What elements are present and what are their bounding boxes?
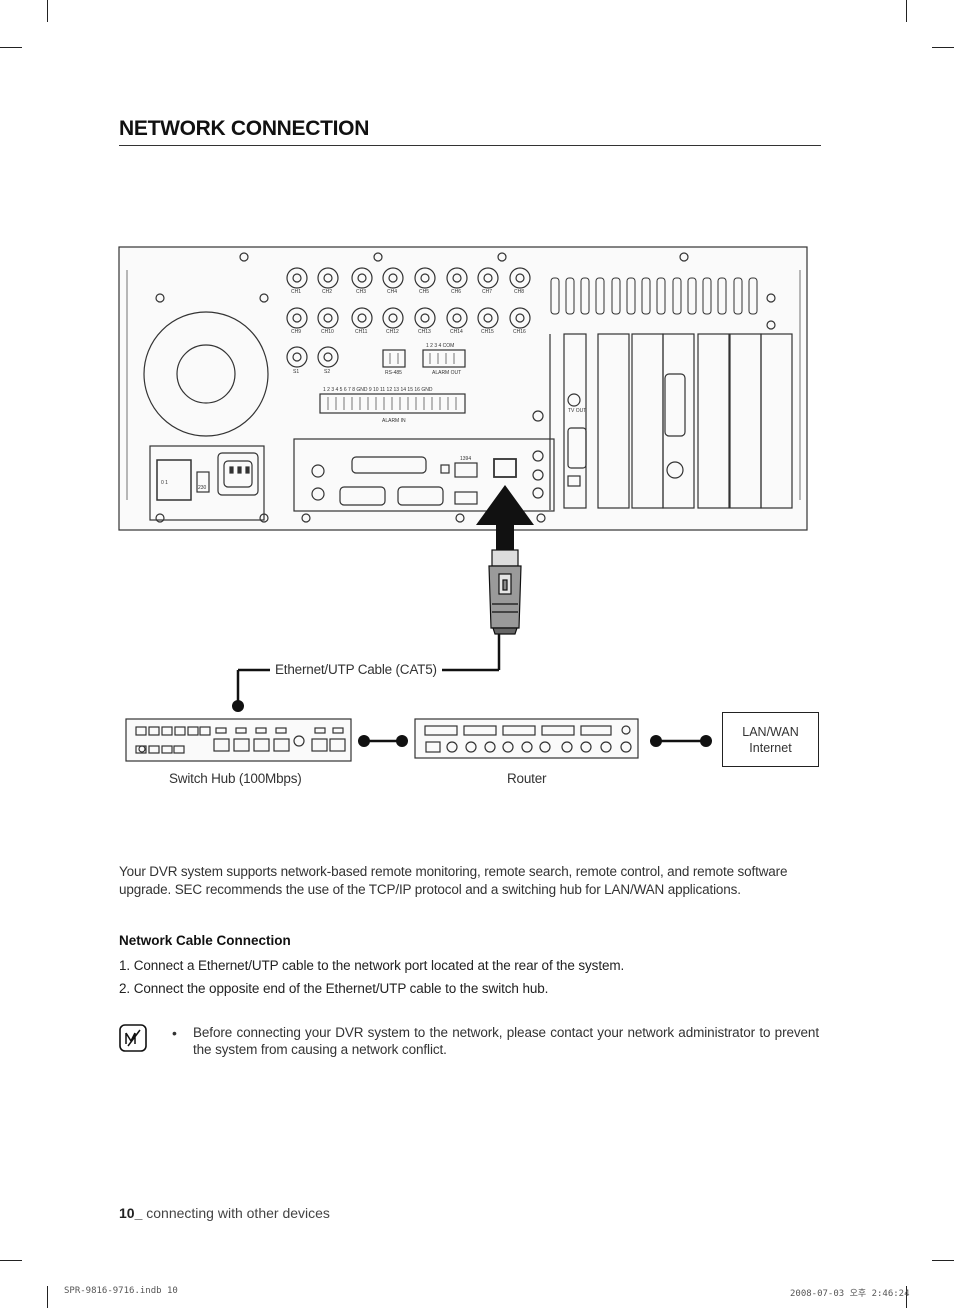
dvr-label-alarm-out-pins: 1 2 3 4 COM xyxy=(426,343,454,349)
crop-mark xyxy=(932,47,954,48)
lan-wan-box: LAN/WAN Internet xyxy=(722,712,819,767)
switch-hub-label: Switch Hub (100Mbps) xyxy=(169,771,302,786)
video-in-row-2 xyxy=(286,307,531,329)
crop-mark xyxy=(906,1286,907,1308)
expansion-slots xyxy=(563,333,793,509)
dvr-label-ch12: CH12 xyxy=(386,329,399,335)
arrow-up-icon xyxy=(476,485,534,552)
footer-section-name: connecting with other devices xyxy=(142,1205,330,1221)
crop-mark xyxy=(932,1260,954,1261)
dvr-label-alarm-out: ALARM OUT xyxy=(432,370,461,376)
dvr-label-ch8: CH8 xyxy=(514,289,524,295)
dvr-label-power: 0 1 xyxy=(161,480,168,486)
dvr-label-ch13: CH13 xyxy=(418,329,431,335)
dvr-label-alarm-in-pins: 1 2 3 4 5 6 7 8 GND 9 10 11 12 13 14 15 … xyxy=(323,387,433,393)
crop-mark xyxy=(0,47,22,48)
intro-paragraph: Your DVR system supports network-based r… xyxy=(119,864,788,897)
router-label: Router xyxy=(507,771,547,786)
dvr-label-tv-out: TV OUT xyxy=(568,408,586,414)
dvr-label-voltage: 230 xyxy=(198,485,207,491)
slug-file-info: SPR-9816-9716.indb 10 xyxy=(64,1286,178,1296)
page-title: NETWORK CONNECTION xyxy=(119,117,370,140)
footer-page-number: 10_ xyxy=(119,1205,143,1221)
crop-mark xyxy=(47,0,48,22)
dvr-label-ch6: CH6 xyxy=(451,289,461,295)
dvr-label-ch4: CH4 xyxy=(387,289,397,295)
page-footer: 10_ connecting with other devices xyxy=(119,1205,330,1221)
dvr-label-rs485: RS-485 xyxy=(385,370,402,376)
dvr-label-ch16: CH16 xyxy=(513,329,526,335)
dvr-label-ch14: CH14 xyxy=(450,329,463,335)
dvr-label-s1: S1 xyxy=(293,369,299,375)
dvr-label-ch15: CH15 xyxy=(481,329,494,335)
cable-end-dot xyxy=(232,700,244,712)
dvr-label-ch10: CH10 xyxy=(321,329,334,335)
dvr-label-1394: 1394 xyxy=(460,456,471,462)
dvr-label-s2: S2 xyxy=(324,369,330,375)
rj45-plug xyxy=(488,549,522,635)
slug-timestamp: 2008-07-03 오후 2:46:24 xyxy=(790,1289,910,1299)
router-internet-link xyxy=(650,735,712,747)
dvr-label-ch5: CH5 xyxy=(419,289,429,295)
dvr-label-ch1: CH1 xyxy=(291,289,301,295)
dvr-label-ch7: CH7 xyxy=(482,289,492,295)
switch-hub xyxy=(125,718,352,762)
note-bullet: • xyxy=(172,1025,177,1041)
dvr-label-ch2: CH2 xyxy=(322,289,332,295)
section-heading: Network Cable Connection xyxy=(119,933,291,948)
note-icon xyxy=(119,1024,147,1052)
crop-mark xyxy=(0,1260,22,1261)
cable-label: Ethernet/UTP Cable (CAT5) xyxy=(275,662,437,677)
spot-out xyxy=(286,346,339,368)
hub-router-link xyxy=(358,735,408,747)
dvr-rear-panel xyxy=(118,246,808,531)
slot-vents xyxy=(550,277,758,315)
dvr-label-ch11: CH11 xyxy=(355,329,368,335)
dvr-label-alarm-in: ALARM IN xyxy=(382,418,406,424)
dvr-label-ch3: CH3 xyxy=(356,289,366,295)
title-rule xyxy=(119,145,821,146)
note-text: Before connecting your DVR system to the… xyxy=(193,1025,819,1057)
crop-mark xyxy=(47,1286,48,1308)
step-1: 1. Connect a Ethernet/UTP cable to the n… xyxy=(119,958,625,973)
crop-mark xyxy=(906,0,907,22)
lan-wan-label: LAN/WAN xyxy=(742,724,799,739)
router xyxy=(414,718,639,759)
video-in-row-1 xyxy=(286,267,531,289)
step-2: 2. Connect the opposite end of the Ether… xyxy=(119,981,549,996)
dvr-label-ch9: CH9 xyxy=(291,329,301,335)
network-connection-diagram: 0 1 230 CH1 CH2 CH3 CH4 CH5 CH6 CH7 CH8 … xyxy=(118,246,808,762)
internet-label: Internet xyxy=(749,740,792,755)
